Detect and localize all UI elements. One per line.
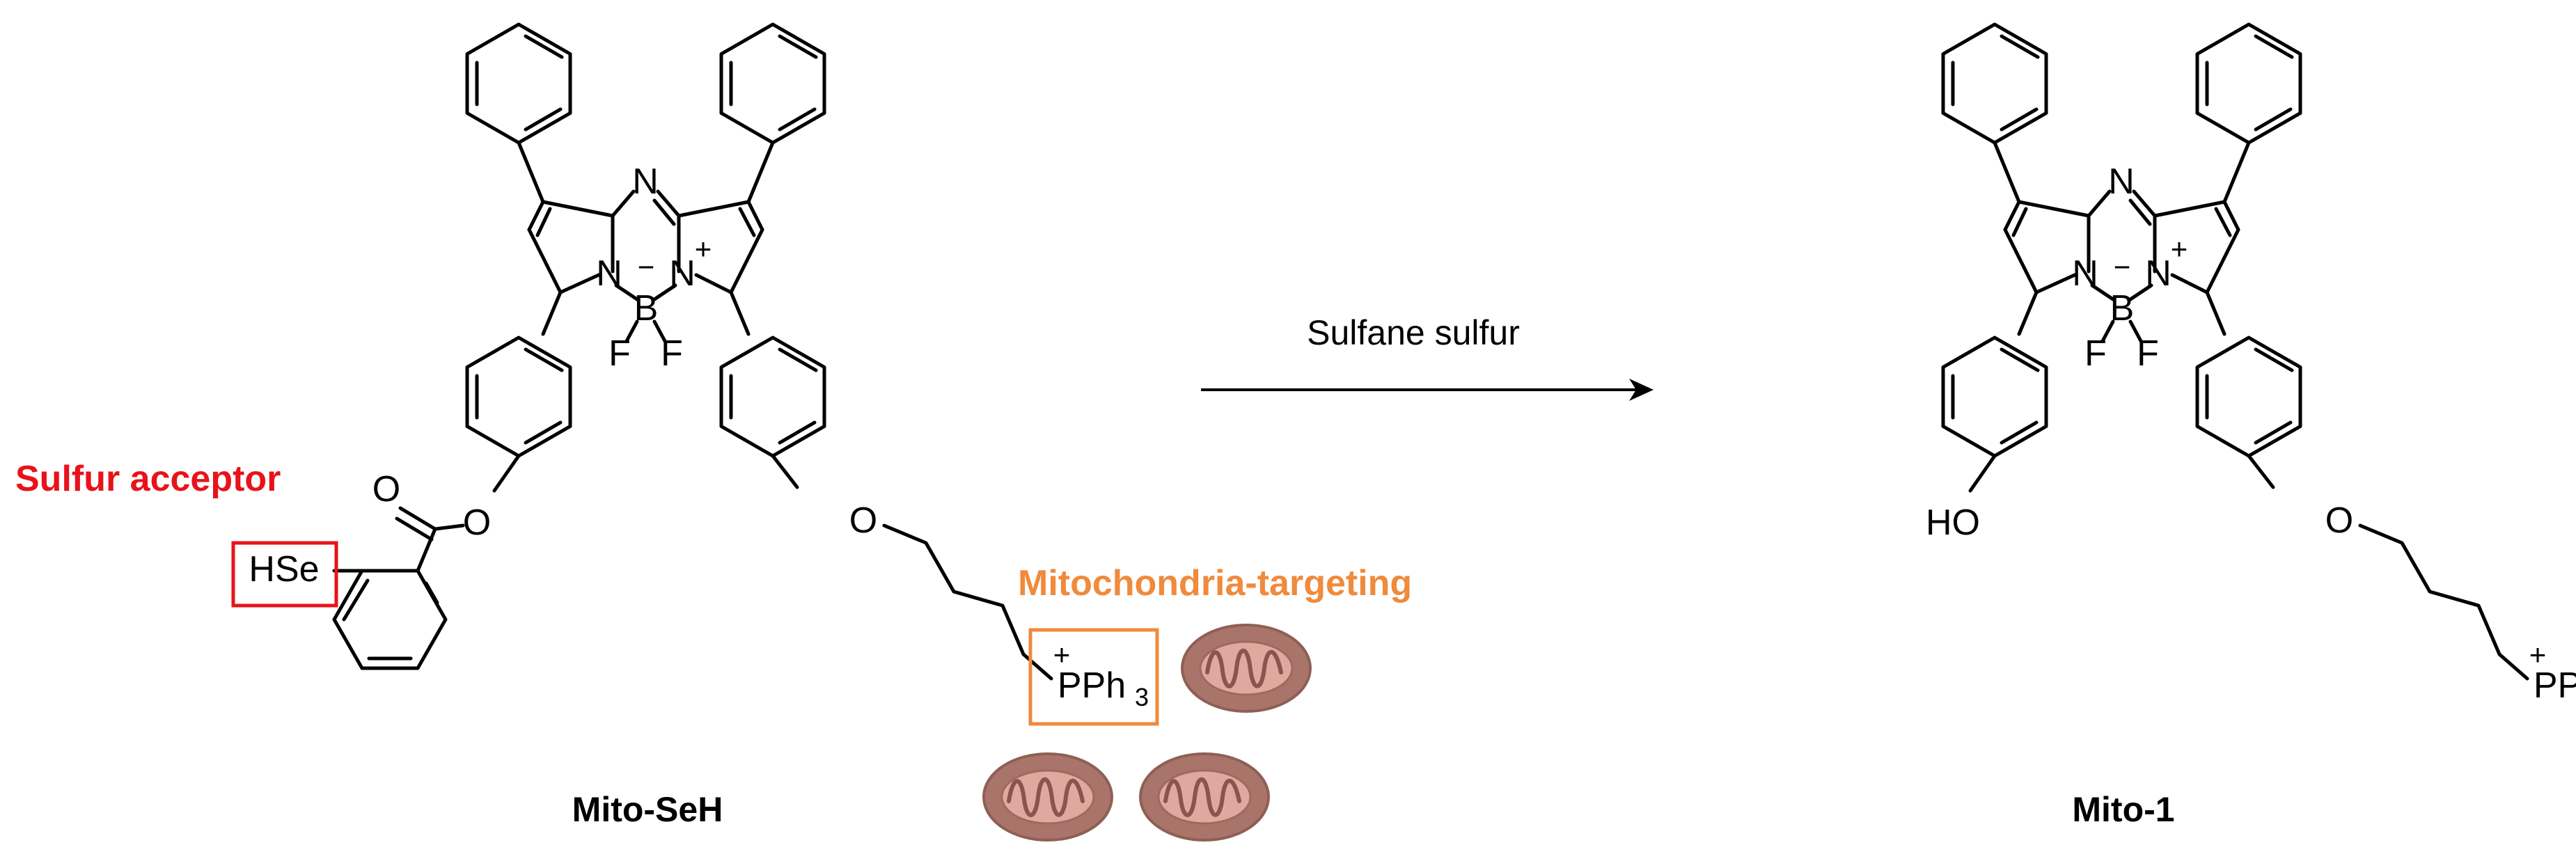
charge-plus: +	[2171, 232, 2188, 265]
product-molecule	[1943, 24, 2529, 681]
atom-o-carbonyl: O	[372, 469, 400, 510]
atom-sub3: 3	[1135, 683, 1149, 711]
atom-pph: PPh	[2534, 665, 2576, 706]
charge-plus-p: +	[2529, 638, 2547, 671]
mitochondrion-icon	[1182, 625, 1310, 711]
atom-f-right: F	[2137, 333, 2159, 374]
charge-plus: +	[695, 232, 712, 265]
atom-n-meso: N	[632, 161, 659, 202]
mitochondrion-icon	[1140, 754, 1269, 840]
product-name: Mito-1	[2072, 790, 2174, 829]
atom-f-left: F	[608, 333, 631, 374]
pph3-highlight-box	[1028, 628, 1159, 726]
reaction-arrow	[1201, 379, 1654, 401]
atom-b: B	[2110, 288, 2135, 329]
atom-o-ester: O	[463, 503, 491, 543]
atom-n-right: N	[669, 253, 696, 294]
atom-ho: HO	[1926, 503, 1980, 543]
atom-n-meso: N	[2108, 161, 2135, 202]
charge-minus: −	[2114, 251, 2131, 283]
atom-o-ether: O	[2325, 500, 2353, 541]
atom-hse: HSe	[249, 549, 319, 590]
reactant-atom-labels: N N N + B − F F O O O HSe PPh 3 +	[249, 161, 1149, 711]
atom-pph: PPh	[1058, 665, 1126, 706]
reactant-molecule	[332, 24, 1053, 681]
sulfur-acceptor-label: Sulfur acceptor	[15, 459, 281, 499]
atom-n-right: N	[2145, 253, 2171, 294]
charge-plus-p: +	[1053, 638, 1071, 671]
atom-b: B	[634, 288, 659, 329]
atom-n-left: N	[596, 253, 622, 294]
product-atom-labels: N N N + B − F F HO O PPh 3 +	[1926, 161, 2576, 706]
hse-highlight-box	[231, 541, 338, 608]
reactant-name: Mito-SeH	[572, 790, 723, 829]
reagent-label: Sulfane sulfur	[1307, 313, 1520, 352]
charge-minus: −	[638, 251, 655, 283]
mito-targeting-label: Mitochondria-targeting	[1018, 563, 1412, 603]
atom-n-left: N	[2072, 253, 2098, 294]
mitochondrion-icon	[984, 754, 1112, 840]
atom-f-left: F	[2084, 333, 2107, 374]
atom-f-right: F	[661, 333, 683, 374]
atom-o-ether: O	[849, 500, 877, 541]
